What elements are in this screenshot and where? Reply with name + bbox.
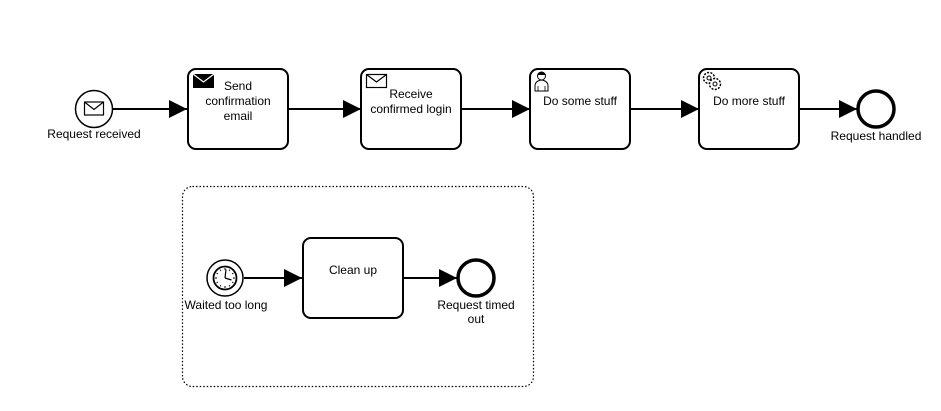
task-more-stuff-label: Do more stuff bbox=[713, 94, 785, 108]
task-send-label-line3: email bbox=[224, 109, 253, 123]
task-receive-label-line1: Receive bbox=[389, 87, 433, 101]
start-event-request-received[interactable] bbox=[74, 89, 114, 129]
task-receive-label-line2: confirmed login bbox=[370, 102, 451, 116]
task-send-label-line1: Send bbox=[224, 79, 252, 93]
envelope-outline-icon bbox=[365, 73, 388, 89]
end-event-request-timed-out[interactable] bbox=[456, 258, 496, 298]
end-event-label: Request handled bbox=[831, 129, 922, 143]
end-timeout-label-line1: Request timed bbox=[437, 298, 514, 312]
end-event-request-handled[interactable] bbox=[856, 89, 896, 129]
task-cleanup-label: Clean up bbox=[329, 263, 377, 277]
end-timeout-label-line2: out bbox=[468, 312, 485, 326]
envelope-outline-icon bbox=[83, 101, 105, 116]
user-icon bbox=[534, 71, 549, 92]
timer-start-event[interactable] bbox=[206, 259, 244, 297]
envelope-filled-icon bbox=[192, 73, 215, 88]
task-send-label-line2: confirmation bbox=[205, 94, 270, 108]
clock-icon bbox=[212, 265, 238, 291]
task-do-more-stuff[interactable]: Do more stuff bbox=[698, 68, 800, 150]
task-receive-confirmed-login[interactable]: Receive confirmed login bbox=[360, 68, 462, 150]
start-event-label: Request received bbox=[47, 127, 140, 141]
task-stuff-label: Do some stuff bbox=[543, 94, 617, 108]
event-subprocess[interactable] bbox=[181, 185, 535, 388]
task-send-confirmation-email[interactable]: Send confirmation email bbox=[187, 68, 289, 150]
timer-event-label: Waited too long bbox=[185, 298, 268, 312]
gears-icon bbox=[702, 71, 722, 91]
task-do-some-stuff[interactable]: Do some stuff bbox=[529, 68, 631, 150]
task-clean-up[interactable]: Clean up bbox=[302, 237, 404, 319]
